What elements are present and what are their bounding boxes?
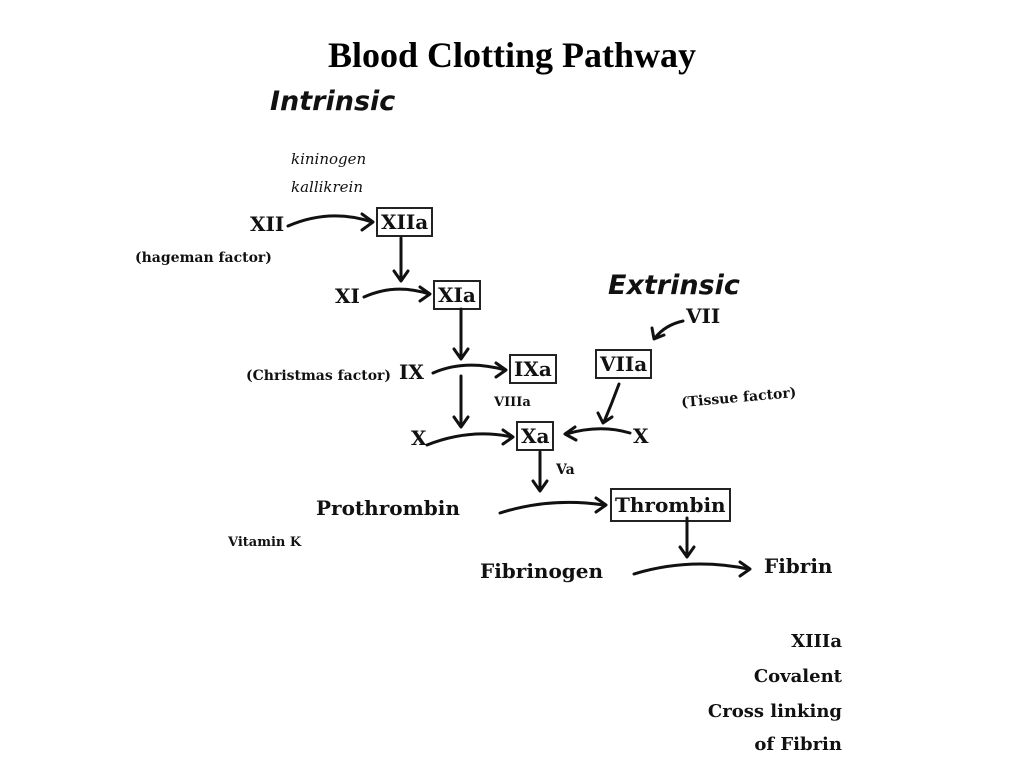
arrow-xii-to-xiia bbox=[286, 212, 375, 232]
factor-ixa-box: IXa bbox=[509, 354, 557, 384]
arrow-viia-to-x bbox=[596, 382, 621, 425]
factor-viia-box: VIIa bbox=[595, 349, 653, 379]
extrinsic-heading: Extrinsic bbox=[608, 270, 740, 301]
factor-xa-box: Xa bbox=[516, 421, 555, 451]
arrow-prothrombin-to-thrombin bbox=[498, 496, 608, 515]
factor-x-intrinsic: X bbox=[411, 426, 427, 450]
fibrin-label: Fibrin bbox=[764, 554, 833, 578]
arrow-ix-to-ixa bbox=[431, 361, 508, 379]
diagram-title: Blood Clotting Pathway bbox=[327, 35, 697, 75]
arrow-xi-to-xia bbox=[362, 285, 432, 303]
factor-vii: VII bbox=[686, 304, 721, 328]
note-xiiia: XIIIa bbox=[791, 631, 842, 652]
arrow-xia-to-ix bbox=[452, 307, 470, 361]
viiia-cofactor-label: VIIIa bbox=[494, 395, 531, 410]
factor-xii: XII bbox=[250, 212, 285, 236]
arrow-x-to-xa bbox=[425, 428, 515, 447]
factor-xia-box: XIa bbox=[433, 280, 481, 310]
note-cross-linking: Cross linking bbox=[707, 701, 842, 722]
note-covalent: Covalent bbox=[753, 666, 842, 687]
kininogen-label: kininogen bbox=[291, 150, 367, 168]
thrombin-box: Thrombin bbox=[610, 488, 731, 522]
hageman-factor-label: (hageman factor) bbox=[135, 250, 272, 266]
vitamin-k-label: Vitamin K bbox=[228, 535, 302, 550]
arrow-xiia-to-xi bbox=[392, 236, 410, 283]
arrow-vii-to-viia bbox=[650, 319, 685, 341]
arrow-x-to-xa-extrinsic bbox=[563, 425, 632, 442]
fibrinogen-label: Fibrinogen bbox=[480, 559, 604, 583]
note-of-fibrin: of Fibrin bbox=[754, 734, 842, 755]
christmas-factor-label: (Christmas factor) bbox=[246, 368, 392, 384]
arrow-fibrinogen-to-fibrin bbox=[632, 560, 752, 578]
prothrombin-label: Prothrombin bbox=[316, 496, 460, 520]
factor-xi: XI bbox=[335, 284, 360, 308]
factor-xiia-box: XIIa bbox=[376, 207, 434, 237]
intrinsic-heading: Intrinsic bbox=[270, 86, 396, 117]
kallikrein-label: kallikrein bbox=[291, 178, 364, 196]
factor-ix: IX bbox=[399, 360, 424, 384]
va-cofactor-label: Va bbox=[556, 462, 575, 478]
factor-x-extrinsic: X bbox=[633, 424, 649, 448]
arrow-ixa-to-x bbox=[452, 374, 470, 429]
arrow-thrombin-to-fibrinogen bbox=[678, 516, 696, 559]
arrow-xa-to-prothrombin bbox=[531, 450, 549, 493]
